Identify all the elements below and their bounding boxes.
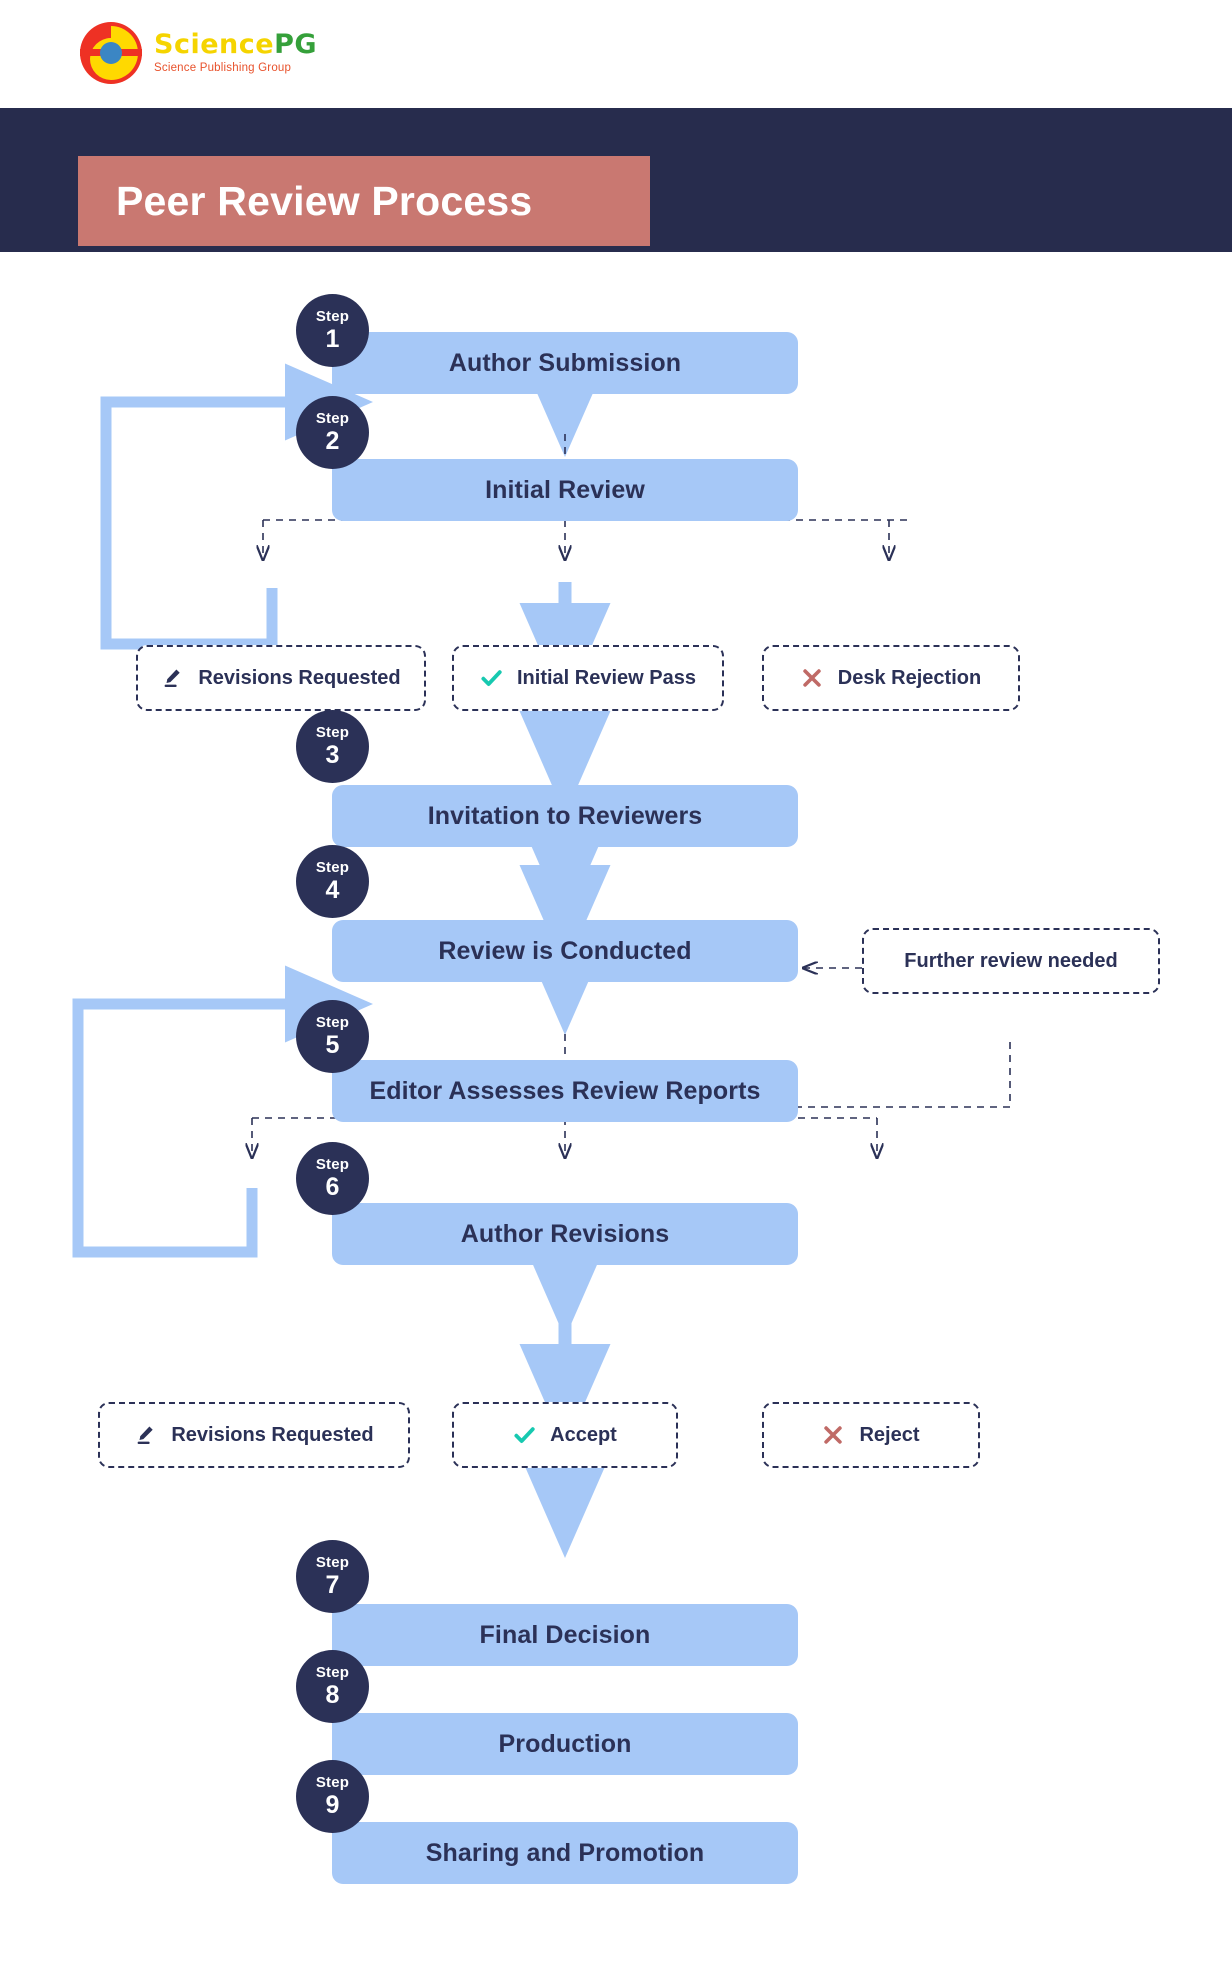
step-node-editor-assesses-review-reports[interactable]: Editor Assesses Review Reports	[332, 1060, 798, 1122]
outcome-label-initial-review-pass: Initial Review Pass	[517, 666, 696, 689]
check-icon	[513, 1423, 537, 1447]
step-badge-label-7: Step	[315, 1554, 350, 1571]
step-badge-label-2: Step	[315, 410, 350, 427]
feedback-loop-initial-review	[100, 363, 373, 650]
step-badge-7: Step 7	[296, 1540, 369, 1613]
outcome-reject[interactable]: Reject	[762, 1402, 980, 1468]
step-node-label-4: Review is Conducted	[438, 936, 692, 965]
step-badge-number-1: 1	[325, 325, 340, 353]
step-badge-label-9: Step	[315, 1774, 350, 1791]
step-badge-label-5: Step	[315, 1014, 350, 1031]
pencil-icon	[134, 1423, 158, 1447]
step-node-label-9: Sharing and Promotion	[425, 1838, 705, 1867]
outcome-label-reject: Reject	[859, 1423, 920, 1446]
cross-icon	[801, 666, 825, 690]
outcome-accept[interactable]: Accept	[452, 1402, 678, 1468]
step-badge-9: Step 9	[296, 1760, 369, 1833]
logo-wordmark: SciencePG	[154, 31, 317, 58]
logo-bar: SciencePG Science Publishing Group	[0, 0, 1232, 108]
cross-icon	[822, 1423, 846, 1447]
step-node-label-2: Initial Review	[485, 475, 645, 504]
step-badge-label-1: Step	[315, 308, 350, 325]
step-badge-label-4: Step	[315, 859, 350, 876]
outcome-initial-review-pass[interactable]: Initial Review Pass	[452, 645, 724, 711]
step-node-label-5: Editor Assesses Review Reports	[369, 1076, 761, 1105]
step-badge-6: Step 6	[296, 1142, 369, 1215]
step-badge-3: Step 3	[296, 710, 369, 783]
sciencepg-circle-logo-icon	[78, 20, 144, 86]
page-title: Peer Review Process	[116, 177, 533, 224]
step-node-review-is-conducted[interactable]: Review is Conducted	[332, 920, 798, 982]
logo-subtitle: Science Publishing Group	[154, 62, 292, 75]
step-badge-8: Step 8	[296, 1650, 369, 1723]
sciencepg-logo: SciencePG Science Publishing Group	[78, 20, 317, 86]
check-icon	[480, 666, 504, 690]
step-node-label-6: Author Revisions	[460, 1219, 670, 1248]
outcome-label-accept: Accept	[550, 1423, 617, 1446]
page-title-banner: Peer Review Process	[78, 156, 650, 246]
further-review-loop	[795, 968, 1011, 1108]
step-badge-number-6: 6	[325, 1173, 340, 1201]
outcome-label-revisions-requested-2: Revisions Requested	[171, 1423, 374, 1446]
outcome-desk-rejection[interactable]: Desk Rejection	[762, 645, 1020, 711]
step-node-author-submission[interactable]: Author Submission	[332, 332, 798, 394]
step-badge-1: Step 1	[296, 294, 369, 367]
step-badge-number-9: 9	[325, 1791, 340, 1819]
note-further-review-needed[interactable]: Further review needed	[862, 928, 1160, 994]
logo-wordmark-pg: PG	[274, 29, 318, 61]
step-node-label-1: Author Submission	[448, 348, 682, 377]
step-badge-label-8: Step	[315, 1664, 350, 1681]
step-node-invitation-to-reviewers[interactable]: Invitation to Reviewers	[332, 785, 798, 847]
step-badge-5: Step 5	[296, 1000, 369, 1073]
logo-wordmark-science: Science	[154, 29, 275, 61]
outcome-revisions-requested-1[interactable]: Revisions Requested	[136, 645, 426, 711]
feedback-loop-author-revisions	[72, 965, 373, 1258]
outcome-label-desk-rejection: Desk Rejection	[837, 666, 982, 689]
step-node-label-3: Invitation to Reviewers	[427, 801, 703, 830]
step-badge-number-5: 5	[325, 1031, 340, 1059]
step-badge-label-3: Step	[315, 724, 350, 741]
step-badge-number-8: 8	[325, 1681, 340, 1709]
outcome-revisions-requested-2[interactable]: Revisions Requested	[98, 1402, 410, 1468]
step-node-initial-review[interactable]: Initial Review	[332, 459, 798, 521]
note-label-further-review: Further review needed	[904, 949, 1118, 972]
step-node-label-7: Final Decision	[479, 1620, 651, 1649]
step-node-label-8: Production	[498, 1729, 632, 1758]
step-badge-label-6: Step	[315, 1156, 350, 1173]
step-node-final-decision[interactable]: Final Decision	[332, 1604, 798, 1666]
step-node-author-revisions[interactable]: Author Revisions	[332, 1203, 798, 1265]
outcome-label-revisions-requested-1: Revisions Requested	[198, 666, 401, 689]
step-badge-number-3: 3	[325, 741, 340, 769]
step-node-production[interactable]: Production	[332, 1713, 798, 1775]
step-badge-4: Step 4	[296, 845, 369, 918]
step-badge-number-4: 4	[325, 876, 340, 904]
step-node-sharing-and-promotion[interactable]: Sharing and Promotion	[332, 1822, 798, 1884]
step-badge-number-7: 7	[325, 1571, 340, 1599]
pencil-icon	[161, 666, 185, 690]
step-badge-number-2: 2	[325, 427, 340, 455]
step-badge-2: Step 2	[296, 396, 369, 469]
